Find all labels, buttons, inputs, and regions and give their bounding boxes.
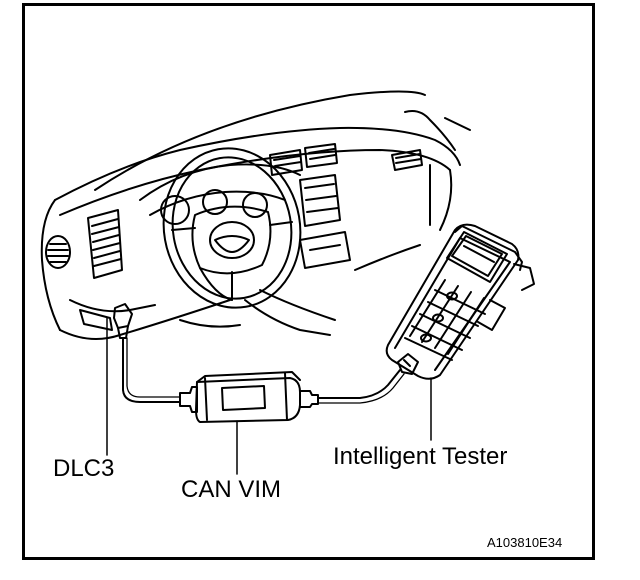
- instrument-cluster: [139, 163, 301, 225]
- center-console: [269, 143, 351, 269]
- dlc3-label: DLC3: [53, 455, 115, 482]
- intelligent-tester-label: Intelligent Tester: [333, 443, 508, 470]
- steering-wheel: [162, 147, 302, 309]
- dashboard-outline: [40, 126, 461, 340]
- cable-dlc3-to-vim: [122, 337, 181, 403]
- cable-dlc3-to-vim-inner: [126, 337, 181, 398]
- can-vim-label: CAN VIM: [181, 476, 282, 503]
- left-side-vent: [45, 235, 71, 269]
- figure-frame: [22, 3, 595, 560]
- lower-dash-panel: [69, 244, 421, 331]
- right-air-vent: [391, 149, 423, 171]
- cable-vim-to-tester-inner: [317, 373, 405, 404]
- intelligent-tester-device: [385, 223, 535, 380]
- can-vim-module: [179, 371, 319, 423]
- left-air-vent: [87, 209, 123, 279]
- steering-column: [244, 289, 336, 336]
- cable-vim-to-tester: [317, 369, 401, 399]
- figure-code: A103810E34: [487, 535, 563, 550]
- windshield-pillar: [94, 90, 471, 191]
